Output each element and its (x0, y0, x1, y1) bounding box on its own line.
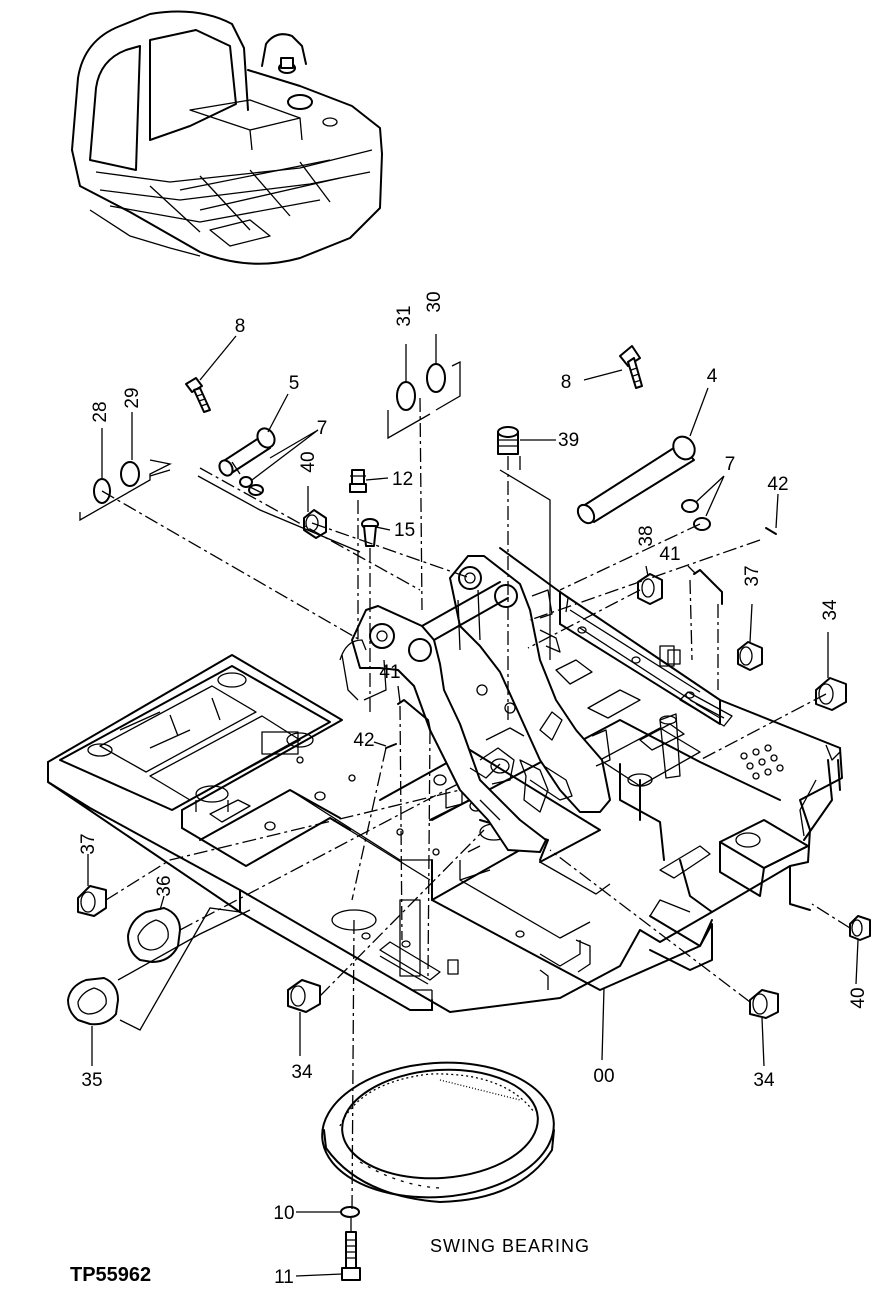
nut-7-left (239, 476, 264, 496)
washer-30 (426, 363, 446, 393)
pin-41-lower (397, 699, 431, 731)
callout-7-left: 7 (317, 418, 328, 439)
bushing-34-left (287, 979, 321, 1013)
callout-35: 35 (81, 1070, 102, 1091)
callout-34-right: 34 (753, 1070, 775, 1091)
grease-fitting-12 (349, 469, 367, 493)
pin-42-lower (385, 743, 397, 749)
callout-29: 29 (122, 387, 143, 408)
callout-34-upper: 34 (820, 599, 841, 621)
pin-42-right (765, 527, 777, 535)
callout-41-lower: 41 (379, 662, 400, 683)
callout-5: 5 (289, 373, 300, 394)
nuts-7-right (681, 499, 711, 531)
loose-parts (67, 345, 871, 1281)
bushing-38 (637, 573, 663, 605)
callout-40-lower: 40 (848, 987, 869, 1008)
bushing-40-lower (849, 915, 871, 941)
callout-15: 15 (394, 520, 415, 541)
pin-41-upper (693, 569, 723, 605)
callout-37-right: 37 (742, 565, 763, 586)
washer-31 (396, 381, 416, 411)
callout-41-upper: 41 (659, 544, 680, 565)
callout-28: 28 (90, 401, 111, 422)
callout-8-left: 8 (235, 316, 246, 337)
bolt-8-right (619, 345, 643, 389)
callout-labels: 8 5 7 31 30 28 29 40 12 15 8 4 39 7 42 3… (78, 291, 869, 1288)
bolt-11 (341, 1231, 361, 1281)
callout-10: 10 (273, 1203, 294, 1224)
callout-4: 4 (707, 366, 718, 387)
leader-lines (79, 334, 859, 1277)
bushing-37-right (737, 641, 763, 671)
center-lines (101, 397, 851, 1232)
bushing-34-right (749, 989, 779, 1019)
excavator-thumbnail (71, 10, 383, 265)
cushion-35 (67, 977, 119, 1026)
callout-39: 39 (558, 430, 579, 451)
callout-00: 00 (593, 1066, 614, 1087)
swing-bearing (321, 1061, 555, 1203)
bushing-37-left (77, 885, 107, 917)
callout-12: 12 (392, 469, 413, 490)
callout-38: 38 (636, 525, 657, 546)
washer-10 (340, 1206, 360, 1218)
callout-36: 36 (154, 875, 175, 896)
callout-34-left: 34 (291, 1062, 313, 1083)
document-id: TP55962 (70, 1264, 151, 1286)
upperstructure-frame (47, 547, 843, 1013)
hole-cluster (740, 744, 784, 780)
cushion-36 (127, 907, 181, 963)
callout-8-right: 8 (561, 372, 572, 393)
callout-11: 11 (274, 1267, 294, 1288)
bushing-34-upper (815, 677, 847, 711)
callout-30: 30 (424, 291, 445, 312)
washer-29 (120, 461, 140, 487)
caption-swing-bearing: SWING BEARING (430, 1236, 590, 1256)
boom-mount-brackets (339, 555, 681, 853)
callout-40-upper: 40 (298, 451, 319, 472)
callout-42-upper: 42 (767, 474, 788, 495)
grease-fitting-15 (361, 518, 379, 547)
callout-7-right: 7 (725, 454, 736, 475)
pin-4 (576, 435, 696, 525)
callout-31: 31 (394, 305, 415, 326)
bushing-39 (497, 426, 519, 455)
bolt-8-left (185, 377, 211, 413)
pin-5 (218, 427, 276, 477)
callout-37-left: 37 (78, 833, 99, 854)
callout-42-lower: 42 (353, 730, 374, 751)
